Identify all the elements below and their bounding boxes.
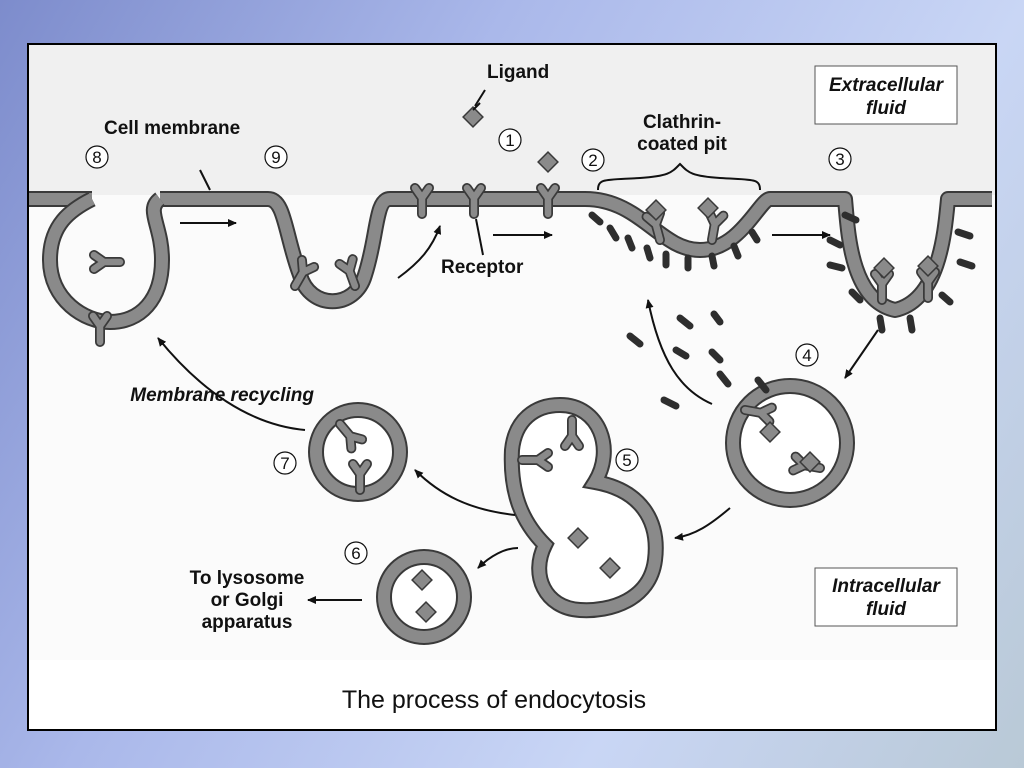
clathrin-label-line1: Clathrin- <box>643 112 721 133</box>
extracellular-line1: Extracellular <box>829 75 945 96</box>
svg-text:6: 6 <box>351 544 360 563</box>
diagram-title: The process of endocytosis <box>342 686 646 714</box>
step-4-marker: 4 <box>795 343 819 367</box>
clathrin-label-line2: coated pit <box>637 134 727 155</box>
svg-text:7: 7 <box>280 454 289 473</box>
intracellular-line1: Intracellular <box>832 576 941 597</box>
svg-text:4: 4 <box>802 346 811 365</box>
step-6-marker: 6 <box>344 541 368 565</box>
extracellular-line2: fluid <box>866 98 906 119</box>
intracellular-box: Intracellular fluid <box>814 567 958 627</box>
step-1-marker: 1 <box>498 128 522 152</box>
svg-text:8: 8 <box>92 148 101 167</box>
receptor-label: Receptor <box>441 257 524 278</box>
coated-vesicle-forming <box>826 211 976 334</box>
lysosome-vesicle <box>376 549 472 645</box>
svg-text:1: 1 <box>505 131 514 150</box>
cell-membrane <box>29 191 992 330</box>
step-2-marker: 2 <box>581 148 605 172</box>
cell-membrane-label: Cell membrane <box>104 118 240 139</box>
svg-text:5: 5 <box>622 451 631 470</box>
process-arrows <box>157 89 879 604</box>
ligand-label: Ligand <box>487 62 549 83</box>
extracellular-box: Extracellular fluid <box>814 65 958 125</box>
step-9-marker: 9 <box>264 145 288 169</box>
svg-text:9: 9 <box>271 148 280 167</box>
svg-text:2: 2 <box>588 151 597 170</box>
step-8-marker: 8 <box>85 145 109 169</box>
svg-text:3: 3 <box>835 150 844 169</box>
uncoated-vesicle <box>626 310 855 508</box>
clathrin-coated-pit <box>588 197 761 272</box>
intracellular-line2: fluid <box>866 599 906 620</box>
membrane-recycling-label: Membrane recycling <box>130 385 314 406</box>
step-7-marker: 7 <box>273 451 297 475</box>
lysosome-label-line1: To lysosome <box>190 568 305 589</box>
clathrin-bracket <box>597 162 761 191</box>
lysosome-label-line2: or Golgi <box>211 590 284 611</box>
endosome <box>503 396 664 619</box>
recycling-vesicle <box>308 402 408 502</box>
lysosome-label-line3: apparatus <box>202 612 293 633</box>
step-3-marker: 3 <box>828 147 852 171</box>
step-5-marker: 5 <box>615 448 639 472</box>
